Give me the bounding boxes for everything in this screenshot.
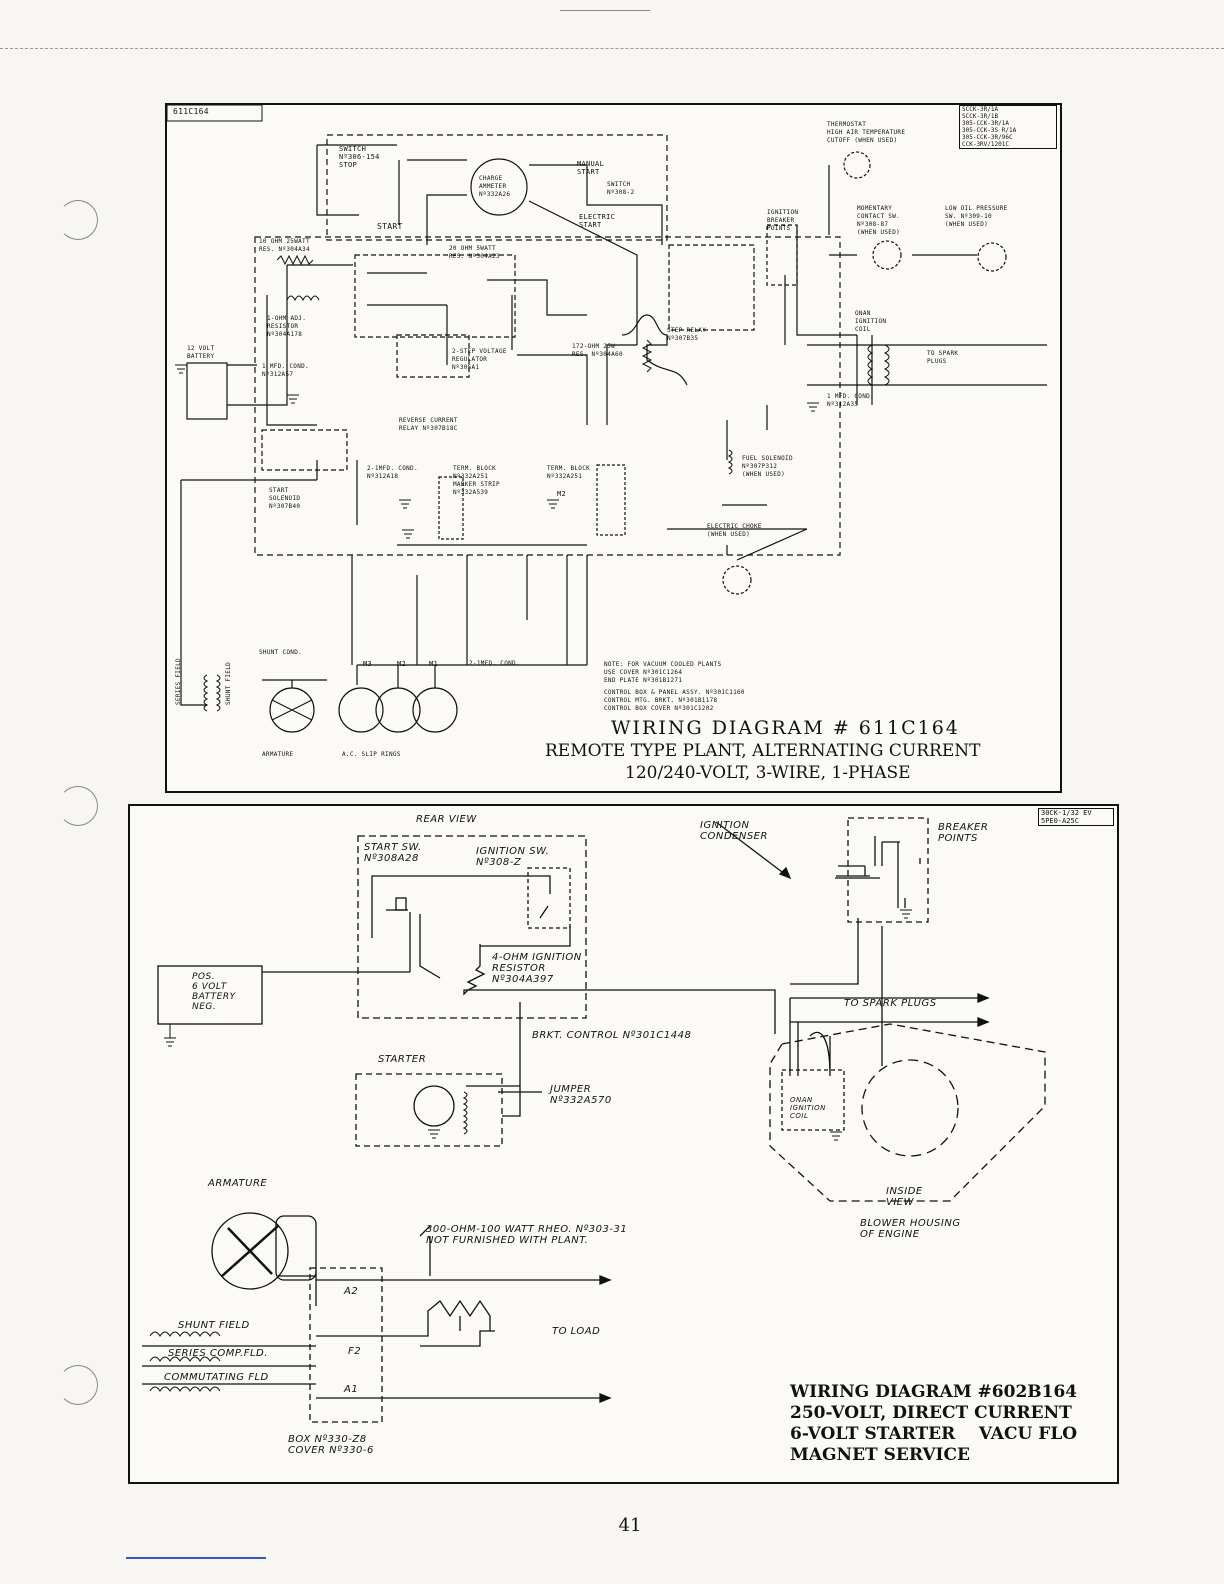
wiring-diagram-602b164: 30CK-1/32 EV 5PE0-A25C REAR VIEW START S…: [128, 804, 1119, 1484]
punch-hole: [58, 786, 98, 826]
model-code: SCCK-3R/1B: [962, 113, 999, 120]
to-spark-plugs-label: TO SPARK PLUGS: [927, 350, 959, 365]
inside-view-label: INSIDE VIEW: [886, 1186, 923, 1208]
model-code-list: SCCK-3R/1A SCCK-3R/1B 305-CCK-3R/1A 305-…: [959, 105, 1057, 149]
a2-label: A2: [344, 1286, 359, 1297]
rear-view-label: REAR VIEW: [416, 814, 477, 825]
bottom-title-line-3: 6-VOLT STARTER VACU FLO: [790, 1424, 1078, 1444]
control-box-label: CONTROL BOX & PANEL ASSY. Nº301C1160 CON…: [604, 689, 745, 712]
series-comp-label: SERIES COMP.FLD.: [168, 1348, 268, 1359]
res-4ohm-label: 4-OHM IGNITION RESISTOR Nº304A397: [492, 952, 582, 985]
armature-label: ARMATURE: [262, 751, 294, 758]
starter-label: STARTER: [378, 1054, 427, 1065]
start-label: START: [377, 222, 403, 231]
f2-label: F2: [348, 1346, 362, 1357]
model-code: SCCK-3R/1A: [962, 106, 999, 113]
shunt-field-label: SHUNT FIELD: [178, 1320, 250, 1331]
bottom-title-line-2: 250-VOLT, DIRECT CURRENT: [790, 1403, 1072, 1423]
armature-label: ARMATURE: [208, 1178, 268, 1189]
momentary-contact-label: MOMENTARY CONTACT SW. Nº308-87 (WHEN USE…: [857, 205, 901, 236]
res-172ohm-label: 172-OHM 25W RES. Nº304A60: [572, 343, 623, 358]
term-block-2-label: TERM. BLOCK Nº332A251: [547, 465, 591, 480]
punch-hole: [58, 200, 98, 240]
cond-1mfd-label: 1 MFD. COND. Nº312A57: [262, 363, 309, 378]
dc-wiring-schematic: [142, 817, 1046, 1423]
term-block-label: TERM. BLOCK Nº332A251 MARKER STRIP Nº332…: [453, 465, 500, 496]
note-label: NOTE: FOR VACUUM COOLED PLANTS USE COVER…: [604, 661, 722, 684]
brkt-control-label: BRKT. CONTROL Nº301C1448: [532, 1030, 692, 1041]
shunt-field-label: SHUNT FIELD: [225, 661, 232, 705]
res-1ohm-label: 1-OHM ADJ. RESISTOR Nº304A178: [267, 315, 307, 338]
onan-coil-label: ONAN IGNITION COIL: [790, 1096, 826, 1120]
m1-label: M1: [429, 660, 439, 668]
ignition-sw-label: IGNITION SW. Nº308-Z: [476, 846, 550, 868]
ignition-condenser-label: IGNITION CONDENSER: [700, 820, 768, 842]
box-label: BOX Nº330-Z8 COVER Nº330-6: [288, 1434, 374, 1456]
low-oil-label: LOW OIL PRESSURE SW. Nº309-10 (WHEN USED…: [945, 205, 1008, 228]
switch-label: SWITCH Nº306-154 STOP: [339, 145, 380, 169]
cond-2mfd-label: 2-1MFD. COND. Nº312A18: [367, 465, 418, 480]
electric-choke-label: ELECTRIC CHOKE (WHEN USED): [707, 523, 762, 538]
model-code: 305-CCK-3R/96C: [962, 134, 1013, 141]
to-spark-plugs-label: TO SPARK PLUGS: [844, 998, 937, 1009]
scan-mark-bottom: [126, 1557, 266, 1559]
res-10ohm-label: 10 OHM 25WATT RES. Nº304A34: [259, 238, 310, 253]
start-solenoid-label: START SOLENOID Nº307B40: [269, 487, 301, 510]
switch-308-label: SWITCH Nº308-2: [607, 181, 635, 196]
ac-wiring-schematic: [167, 105, 1047, 733]
cond-2-1mfd-label: 2-1MFD. COND.: [469, 660, 520, 667]
to-load-label: TO LOAD: [552, 1326, 601, 1337]
a1-label: A1: [344, 1384, 359, 1395]
cond-1mfd-b-label: 1 MFD. COND. Nº312A35: [827, 393, 874, 408]
manual-start-label: MANUAL START: [577, 160, 605, 176]
battery-label: 12 VOLT BATTERY: [187, 345, 215, 360]
bottom-title-line-1: WIRING DIAGRAM #602B164: [790, 1382, 1078, 1402]
thermostat-label: THERMOSTAT HIGH AIR TEMPERATURE CUTOFF (…: [827, 121, 906, 144]
page-number: 41: [618, 1515, 642, 1536]
wiring-diagram-611c164: 611C164 SCCK-3R/1A SCCK-3R/1B 305-CCK-3R…: [165, 103, 1062, 793]
ammeter-label: CHARGE AMMETER Nº332A26: [479, 175, 511, 198]
fuel-solenoid-label: FUEL SOLENOID Nº307P312 (WHEN USED): [742, 455, 793, 478]
onan-coil-label: ONAN IGNITION COIL: [855, 310, 887, 333]
electric-start-label: ELECTRIC START: [579, 213, 616, 229]
m3-label: M3: [363, 660, 373, 668]
reverse-relay-label: REVERSE CURRENT RELAY Nº307B18C: [399, 417, 458, 432]
shunt-cond-label: SHUNT COND.: [259, 649, 303, 656]
scan-mark-top: [560, 10, 650, 11]
res-20ohm-label: 20 OHM 5WATT RES. Nº304A23: [449, 245, 500, 260]
slip-rings-label: A.C. SLIP RINGS: [342, 751, 401, 758]
bottom-title-line-4: MAGNET SERVICE: [790, 1445, 970, 1465]
breaker-points-label: BREAKER POINTS: [938, 822, 989, 844]
voltage-regulator-label: 2-STEP VOLTAGE REGULATOR Nº305A1: [452, 348, 507, 371]
model-code: 305-CCK-3S R/1A: [962, 127, 1017, 134]
scan-edge-line: [0, 48, 1224, 50]
start-sw-label: START SW. Nº308A28: [364, 842, 422, 864]
battery-label: POS. 6 VOLT BATTERY NEG.: [192, 972, 236, 1012]
rheostat-label: 300-OHM-100 WATT RHEO. Nº303-31 NOT FURN…: [426, 1224, 628, 1246]
m2b-label: M2: [557, 490, 567, 498]
model-code: CCK-3RV/1201C: [962, 141, 1009, 148]
step-relay-label: STEP RELAY Nº307B35: [667, 327, 707, 342]
series-field-label: SERIES FIELD: [175, 658, 182, 705]
blower-housing-label: BLOWER HOUSING OF ENGINE: [860, 1218, 961, 1240]
top-title-line-1: WIRING DIAGRAM # 611C164: [611, 717, 960, 739]
corner-tag: 30CK-1/32 EV 5PE0-A25C: [1038, 808, 1114, 826]
ignition-breaker-label: IGNITION BREAKER POINTS: [767, 209, 799, 232]
m2-label: M2: [397, 660, 407, 668]
jumper-label: JUMPER Nº332A570: [550, 1084, 612, 1106]
punch-hole: [58, 1365, 98, 1405]
top-title-line-2: REMOTE TYPE PLANT, ALTERNATING CURRENT: [545, 741, 981, 761]
model-code: 305-CCK-3R/1A: [962, 120, 1009, 127]
top-title-line-3: 120/240-VOLT, 3-WIRE, 1-PHASE: [625, 763, 911, 783]
commutating-label: COMMUTATING FLD: [164, 1372, 269, 1383]
corner-tag: 611C164: [173, 107, 209, 116]
